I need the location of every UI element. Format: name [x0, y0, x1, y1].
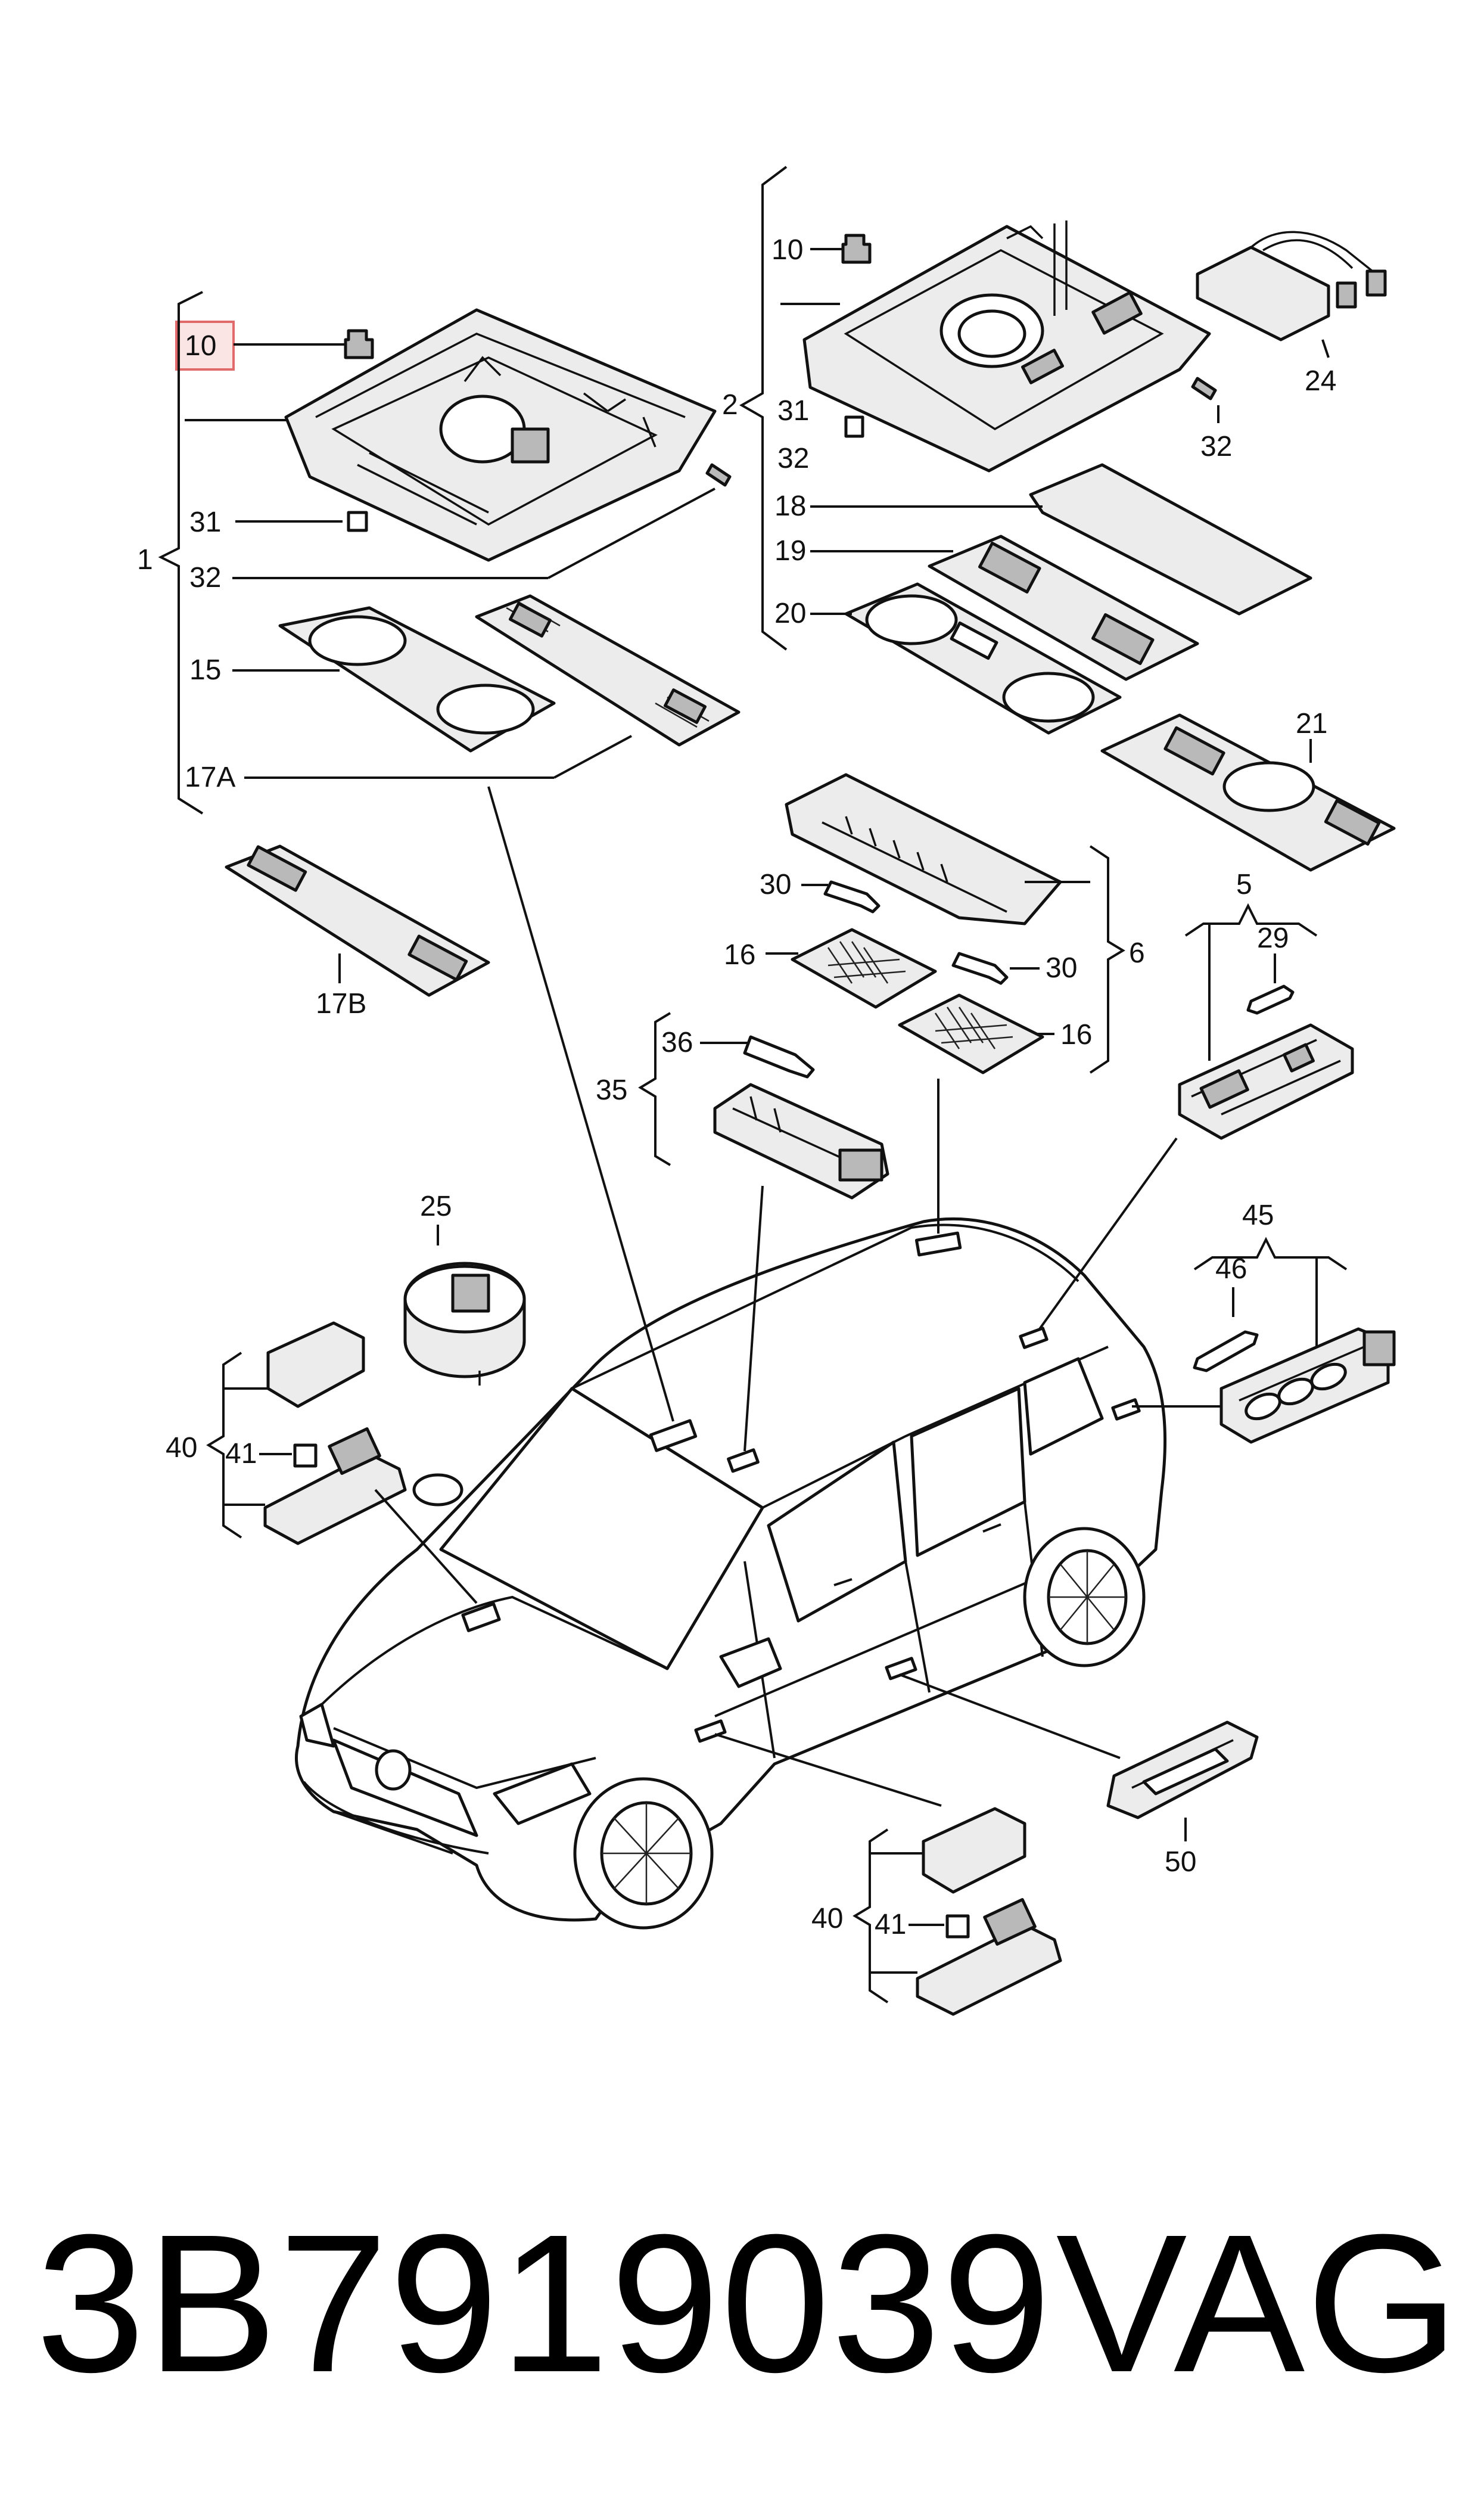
callout-32a[interactable]: 32	[189, 562, 221, 594]
callout-17A[interactable]: 17A	[185, 762, 235, 793]
clip-part-10a	[344, 329, 374, 359]
door-module-40a	[266, 1321, 365, 1408]
brand-name: VAG	[1056, 2193, 1460, 2413]
callout-20[interactable]: 20	[774, 598, 806, 629]
group-25-sensor: 25	[403, 1191, 526, 1386]
callout-10b[interactable]: 10	[771, 234, 803, 266]
callout-5[interactable]: 5	[1236, 869, 1252, 900]
callout-24[interactable]: 24	[1305, 365, 1336, 397]
callout-31b[interactable]: 31	[777, 395, 809, 427]
bulb-29	[1246, 984, 1295, 1015]
car-pad-roof-mid	[727, 1448, 760, 1473]
car-headlight-left	[493, 1762, 592, 1825]
callout-21[interactable]: 21	[1296, 708, 1327, 740]
car-pad-rear-roof	[914, 1231, 962, 1257]
callout-40b[interactable]: 40	[811, 1903, 843, 1934]
car-quarter-window	[1023, 1357, 1104, 1456]
car-pad-cargo	[1019, 1327, 1049, 1349]
callout-32c[interactable]: 32	[1200, 431, 1232, 462]
callout-50[interactable]: 50	[1165, 1846, 1196, 1878]
callout-35[interactable]: 35	[596, 1074, 627, 1106]
car-grille	[332, 1738, 478, 1837]
car-mirror	[719, 1637, 782, 1688]
group-17B: 17B	[225, 844, 490, 1020]
bulb-30b	[951, 952, 1009, 985]
trim-panel-18	[1029, 463, 1312, 616]
group-6-map-light: 6 30 16 30 16	[724, 773, 1145, 1074]
callout-40a[interactable]: 40	[166, 1432, 197, 1464]
interior-lamp-5	[1178, 1023, 1354, 1140]
vehicle-illustration	[295, 1217, 1167, 1930]
car-badge	[375, 1749, 412, 1791]
callout-16b[interactable]: 16	[1060, 1019, 1092, 1051]
group-5-interior-lamp: 5 29	[1178, 869, 1354, 1140]
screw-32c	[1191, 377, 1217, 400]
car-pad-door-rear	[885, 1657, 917, 1681]
group-35-reading-light: 35 36	[596, 1012, 889, 1200]
bulb-31b	[844, 415, 864, 438]
foil-16a	[791, 928, 937, 1009]
screw-32a	[705, 463, 732, 487]
bulb-30a	[823, 880, 881, 914]
callout-41b[interactable]: 41	[875, 1909, 906, 1940]
callout-10-highlight[interactable]	[175, 321, 235, 371]
map-light-housing	[785, 773, 1062, 925]
car-pad-roof-front	[649, 1419, 698, 1452]
callout-2[interactable]: 2	[722, 389, 738, 421]
callout-16a[interactable]: 16	[724, 939, 755, 971]
callout-25[interactable]: 25	[420, 1191, 452, 1222]
car-pad-bonnet	[461, 1602, 501, 1632]
wiring-harness-24	[1196, 246, 1330, 341]
part-number: 3B7919039	[36, 2193, 1053, 2413]
bulb-41b	[945, 1914, 970, 1939]
callout-32b[interactable]: 32	[777, 443, 809, 474]
group-1-front-console: 10 32 31 1 15	[137, 291, 741, 815]
callout-46[interactable]: 46	[1215, 1253, 1247, 1285]
group-40-left: 40 41	[166, 1321, 407, 1545]
door-lamp-40b	[916, 1923, 1062, 2016]
bulb-41a	[293, 1443, 318, 1468]
callout-19[interactable]: 19	[774, 535, 806, 567]
callout-10a[interactable]: 10	[185, 330, 216, 362]
door-module-40b	[922, 1807, 1026, 1894]
callout-41a[interactable]: 41	[225, 1438, 257, 1470]
car-roof-sensor	[412, 1473, 463, 1507]
car-pad-door-front	[694, 1719, 727, 1743]
car-leaders	[374, 786, 1221, 1807]
group-50-handle: 50	[1106, 1720, 1259, 1878]
bulb-36	[743, 1035, 815, 1079]
callout-29[interactable]: 29	[1257, 923, 1289, 954]
callout-15[interactable]: 15	[189, 654, 221, 686]
bulb-46	[1193, 1330, 1259, 1372]
callout-18[interactable]: 18	[774, 490, 806, 522]
car-body	[295, 1217, 1167, 1922]
group-2-rear-console: 2 10 31 32 24 32 18 19	[722, 166, 1396, 872]
callout-30b[interactable]: 30	[1046, 952, 1077, 984]
group-45-lamp: 45 46	[1193, 1200, 1396, 1444]
callout-6[interactable]: 6	[1129, 937, 1145, 969]
clip-part-10b	[841, 234, 872, 264]
callout-1[interactable]: 1	[137, 544, 153, 576]
group-40-right: 40 41	[811, 1807, 1062, 2016]
car-headlight-right	[299, 1703, 335, 1748]
callout-30a[interactable]: 30	[760, 869, 791, 900]
callout-36[interactable]: 36	[661, 1027, 693, 1058]
foil-16b	[898, 993, 1044, 1074]
bulb-31a	[347, 511, 368, 532]
callout-45[interactable]: 45	[1242, 1200, 1274, 1231]
callout-17B[interactable]: 17B	[316, 988, 366, 1020]
callout-31a[interactable]: 31	[189, 507, 221, 538]
